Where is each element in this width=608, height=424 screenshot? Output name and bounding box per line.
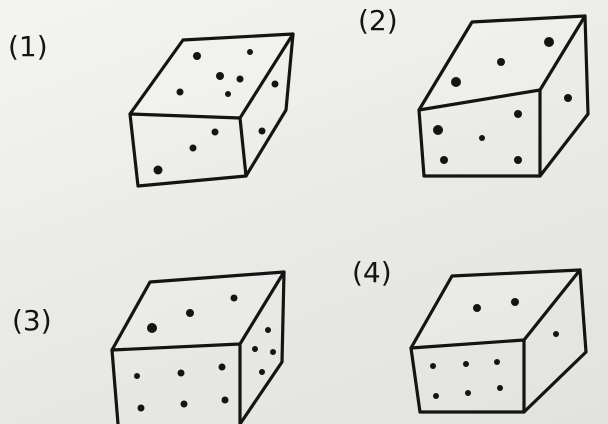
die-3-label: (3) xyxy=(12,304,52,337)
pip xyxy=(479,135,485,141)
die-2-front-pips xyxy=(433,110,522,164)
pip xyxy=(193,52,201,60)
pip xyxy=(497,58,505,66)
pip xyxy=(247,49,253,55)
die-4-front-pips xyxy=(430,359,503,399)
pip xyxy=(222,397,229,404)
die-1: (1) xyxy=(8,30,293,186)
pip xyxy=(497,385,503,391)
pip xyxy=(259,128,266,135)
pip xyxy=(212,129,219,136)
die-4-side-pips xyxy=(553,331,559,337)
pip xyxy=(225,91,231,97)
die-3-top-face xyxy=(112,272,284,350)
pip xyxy=(514,110,522,118)
pip xyxy=(190,145,197,152)
pip xyxy=(433,393,439,399)
die-4: (4) xyxy=(352,256,586,412)
die-1-front-pips xyxy=(154,129,219,175)
pip xyxy=(270,349,276,355)
pip xyxy=(272,81,279,88)
pip xyxy=(186,309,194,317)
pip xyxy=(494,359,500,365)
pip xyxy=(154,166,163,175)
pip xyxy=(511,298,519,306)
pip xyxy=(473,304,481,312)
die-2-side-pips xyxy=(564,94,572,102)
pip xyxy=(138,405,145,412)
pip xyxy=(216,72,224,80)
pip xyxy=(219,364,226,371)
pip xyxy=(147,323,157,333)
pip xyxy=(544,37,554,47)
pip xyxy=(265,327,271,333)
pip xyxy=(252,346,258,352)
pip xyxy=(178,370,185,377)
pip xyxy=(463,361,469,367)
pip xyxy=(564,94,572,102)
pip xyxy=(231,295,238,302)
pip xyxy=(433,125,443,135)
pip xyxy=(430,363,436,369)
die-1-label: (1) xyxy=(8,30,48,63)
die-2-label: (2) xyxy=(358,4,398,37)
die-4-label: (4) xyxy=(352,256,392,289)
pip xyxy=(440,156,448,164)
die-3-front-pips xyxy=(134,364,229,412)
die-1-top-face xyxy=(130,34,293,118)
pip xyxy=(259,369,265,375)
pip xyxy=(553,331,559,337)
die-3: (3) xyxy=(12,272,284,424)
pip xyxy=(514,156,522,164)
pip xyxy=(177,89,184,96)
pip xyxy=(134,373,140,379)
die-2: (2) xyxy=(358,4,588,176)
pip xyxy=(451,77,461,87)
pip xyxy=(237,76,244,83)
die-3-side-pips xyxy=(252,327,276,375)
pip xyxy=(181,401,188,408)
pip xyxy=(465,390,471,396)
